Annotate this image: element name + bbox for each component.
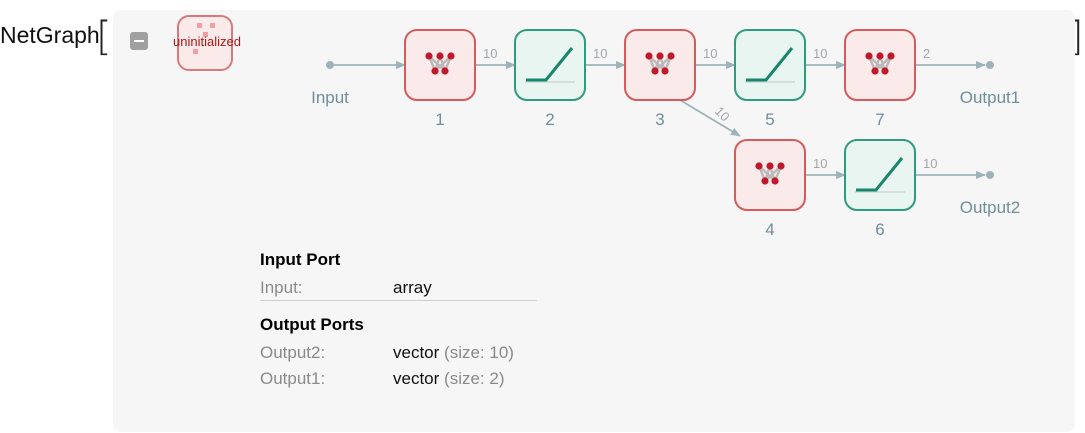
- netgraph-title: NetGraph: [0, 22, 100, 48]
- output-port-name: Output1:: [260, 369, 326, 388]
- neuron-icon: [881, 67, 889, 75]
- neuron-icon: [755, 162, 763, 170]
- input-port-heading: Input Port: [260, 250, 341, 269]
- edge-label: 10: [923, 156, 937, 171]
- neuron-link: [434, 55, 452, 72]
- neuron-icon: [777, 162, 785, 170]
- neuron-icon: [766, 162, 774, 170]
- output-label: Output2: [960, 198, 1021, 217]
- neuron-icon: [436, 52, 444, 60]
- edge-label: 10: [703, 46, 717, 61]
- neuron-icon: [887, 52, 895, 60]
- node-number: 1: [435, 110, 444, 129]
- neuron-icon: [661, 67, 669, 75]
- neuron-icon: [876, 52, 884, 60]
- edge-label: 2: [923, 46, 930, 61]
- node-number: 3: [655, 110, 664, 129]
- neuron-icon: [431, 67, 439, 75]
- left-bracket: [: [96, 14, 112, 60]
- ramp-icon: [746, 47, 794, 82]
- node-number: 4: [765, 220, 774, 239]
- edge-label: 10: [813, 46, 827, 61]
- section-divider: [260, 300, 537, 301]
- node-number: 6: [875, 220, 884, 239]
- neuron-icon: [425, 52, 433, 60]
- collapse-toggle-icon[interactable]: [130, 32, 148, 50]
- neuron-icon: [771, 177, 779, 185]
- input-port-name: Input:: [260, 278, 303, 297]
- linear-layer-node[interactable]: 4: [734, 139, 806, 239]
- linear-layer-node[interactable]: 3: [624, 29, 696, 129]
- output-port-type: vector (size: 10): [393, 343, 514, 362]
- neuron-icon: [761, 177, 769, 185]
- edge-label: 10: [593, 46, 607, 61]
- input-label: Input: [311, 88, 349, 107]
- ramp-layer-node[interactable]: 2: [514, 29, 586, 129]
- node-number: 2: [545, 110, 554, 129]
- node-box: [844, 139, 916, 211]
- neuron-icon: [865, 52, 873, 60]
- edge: [679, 99, 741, 137]
- node-box: [734, 29, 806, 101]
- neuron-icon: [667, 52, 675, 60]
- edge-label: 10: [483, 46, 497, 61]
- node-number: 7: [875, 110, 884, 129]
- neuron-icon: [656, 52, 664, 60]
- neuron-icon: [441, 67, 449, 75]
- node-box: [514, 29, 586, 101]
- linear-layer-node[interactable]: 7: [844, 29, 916, 129]
- neuron-link: [764, 165, 782, 182]
- output-port-type: vector (size: 2): [393, 369, 505, 388]
- input-dot: [326, 61, 334, 69]
- output-ports-heading: Output Ports: [260, 315, 364, 334]
- badge-square: [193, 49, 198, 54]
- edge-label: 10: [813, 156, 827, 171]
- ramp-layer-node[interactable]: 6: [844, 139, 916, 239]
- neuron-icon: [871, 67, 879, 75]
- uninitialized-badge: uninitialized: [173, 15, 241, 71]
- input-port-type: array: [393, 278, 432, 297]
- ramp-icon: [526, 47, 574, 82]
- ramp-layer-node[interactable]: 5: [734, 29, 806, 129]
- output-label: Output1: [960, 88, 1021, 107]
- ramp-icon: [856, 157, 904, 192]
- node-number: 5: [765, 110, 774, 129]
- neuron-link: [874, 55, 892, 72]
- output-port-name: Output2:: [260, 343, 326, 362]
- output-dot: [986, 171, 994, 179]
- uninitialized-label: uninitialized: [173, 34, 241, 49]
- output-dot: [986, 61, 994, 69]
- badge-square: [203, 32, 208, 37]
- linear-layer-node[interactable]: 1: [404, 29, 476, 129]
- neuron-icon: [447, 52, 455, 60]
- badge-square: [197, 23, 202, 28]
- neuron-link: [654, 55, 672, 72]
- badge-square: [210, 23, 215, 28]
- neuron-icon: [651, 67, 659, 75]
- neuron-icon: [645, 52, 653, 60]
